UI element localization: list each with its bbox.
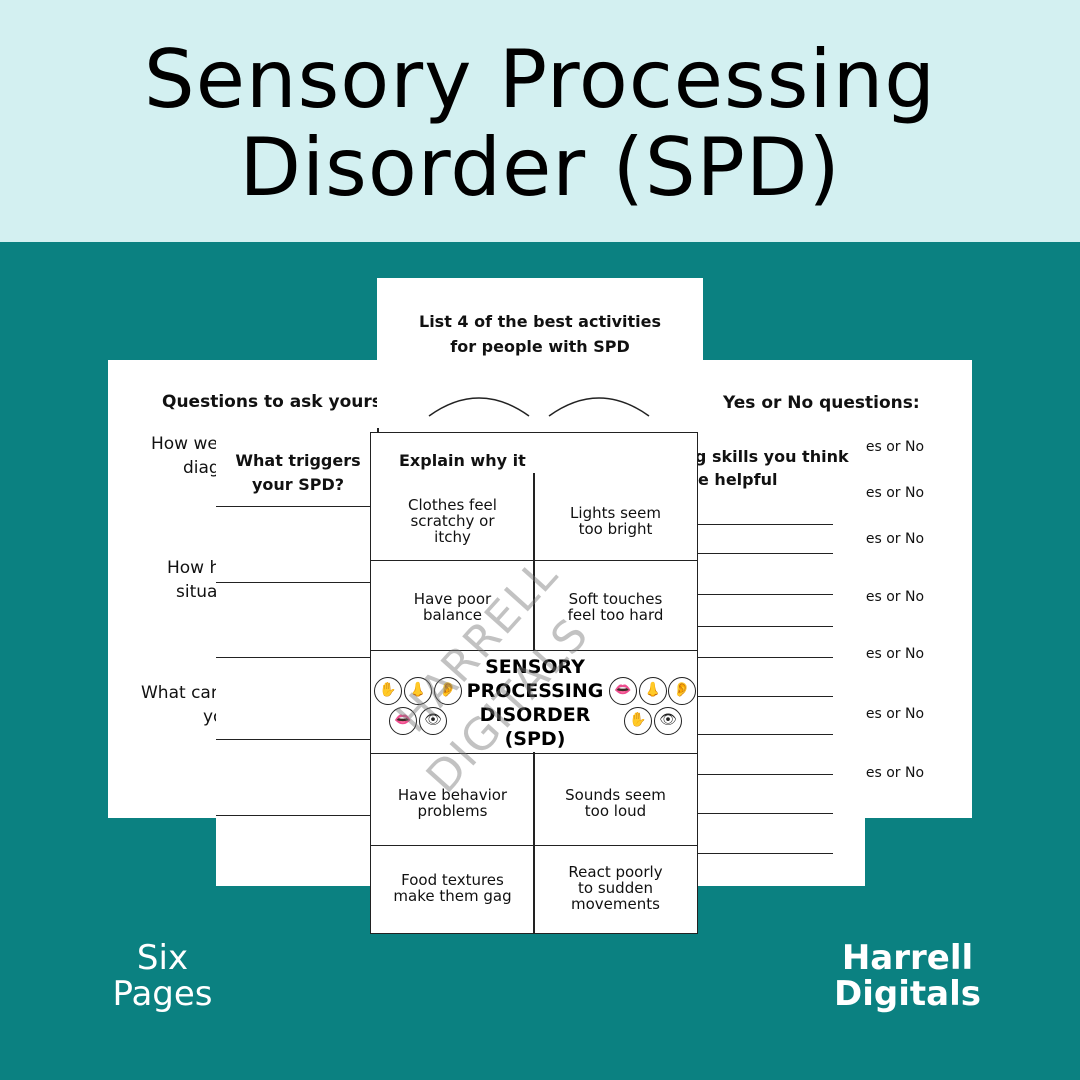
cover-title-line: DISORDER — [479, 704, 591, 726]
cell-line: make them gag — [393, 887, 512, 905]
activities-heading-line2: for people with SPD — [450, 337, 630, 356]
ear-icon: 👂 — [434, 677, 462, 705]
mouth-icon: 👄 — [389, 707, 417, 735]
triggers-heading-line2: your SPD? — [251, 475, 345, 494]
grid-cell-touches: Soft touches feel too hard — [534, 591, 697, 623]
yes-no-row: 'es or No — [862, 485, 925, 501]
question-1a: How we — [151, 434, 218, 454]
cover-title-line: PROCESSING — [466, 680, 604, 702]
yes-no-row: 'es or No — [862, 765, 925, 781]
answer-line — [216, 582, 372, 583]
six-pages-line: Six — [136, 938, 189, 978]
triggers-heading-line1: What triggers — [235, 451, 361, 470]
grid-cell-movements: React poorly to sudden movements — [534, 864, 697, 912]
grid-divider — [371, 845, 697, 846]
cover-card: SENSORY PROCESSING DISORDER (SPD) ✋ 👃 👂 … — [371, 651, 697, 752]
hand-icon: ✋ — [624, 707, 652, 735]
nose-icon: 👃 — [639, 677, 667, 705]
answer-line — [698, 553, 833, 554]
cell-line: scratchy or — [410, 512, 495, 530]
activities-heading-line1: List 4 of the best activities — [419, 312, 661, 331]
ear-icon: 👂 — [668, 677, 696, 705]
cell-line: React poorly — [568, 863, 663, 881]
answer-line — [698, 524, 833, 525]
six-pages-line: Pages — [112, 974, 213, 1014]
cell-line: itchy — [434, 528, 471, 546]
header-banner: Sensory Processing Disorder (SPD) — [0, 0, 1080, 242]
cover-title-line: (SPD) — [504, 728, 566, 750]
explain-heading: Explain why it — [399, 451, 526, 470]
eye-icon: 👁 — [419, 707, 447, 735]
yes-no-heading: Yes or No questions: — [723, 393, 920, 413]
grid-cell-balance: Have poor balance — [371, 591, 534, 623]
question-2a: How h — [167, 558, 221, 578]
six-pages-label: Six Pages — [100, 940, 225, 1012]
cover-title-line: SENSORY — [485, 656, 585, 678]
cell-line: too bright — [578, 520, 653, 538]
grid-divider — [371, 753, 697, 754]
yes-no-row: 'es or No — [862, 646, 925, 662]
answer-line — [216, 657, 372, 658]
answer-line — [216, 739, 372, 740]
cell-line: Lights seem — [570, 504, 661, 522]
page-title-line2: Disorder (SPD) — [239, 121, 841, 214]
answer-line — [216, 815, 372, 816]
grid-cell-lights: Lights seem too bright — [534, 505, 697, 537]
arc-decoration — [428, 397, 650, 417]
grid-cell-sounds: Sounds seem too loud — [534, 787, 697, 819]
answer-line — [698, 657, 833, 658]
answer-line — [698, 696, 833, 697]
cell-line: too loud — [584, 802, 647, 820]
answer-line — [698, 734, 833, 735]
question-3a: What car — [141, 683, 218, 703]
cell-line: problems — [417, 802, 488, 820]
nose-icon: 👃 — [404, 677, 432, 705]
answer-line — [216, 506, 372, 507]
grid-divider — [371, 560, 697, 561]
question-1b: diag — [183, 458, 220, 478]
cell-line: Have poor — [413, 590, 492, 608]
cell-line: Have behavior — [397, 786, 508, 804]
grid-cell-clothes: Clothes feel scratchy or itchy — [371, 497, 534, 545]
grid-divider — [371, 650, 697, 651]
hand-icon: ✋ — [374, 677, 402, 705]
question-2b: situa — [176, 582, 218, 602]
brand-label: Harrell Digitals — [830, 940, 985, 1012]
answer-line — [698, 813, 833, 814]
page-title-line1: Sensory Processing — [143, 33, 937, 126]
answer-line — [698, 774, 833, 775]
yes-no-row: 'es or No — [862, 439, 925, 455]
cell-line: balance — [422, 606, 483, 624]
answer-line — [698, 626, 833, 627]
yes-no-row: 'es or No — [862, 589, 925, 605]
answer-line — [698, 594, 833, 595]
grid-cell-food: Food textures make them gag — [371, 872, 534, 904]
brand-line: Harrell — [841, 938, 974, 978]
brand-line: Digitals — [834, 974, 981, 1014]
cell-line: movements — [571, 895, 660, 913]
cell-line: Food textures — [401, 871, 504, 889]
grid-cell-behavior: Have behavior problems — [371, 787, 534, 819]
questions-heading: Questions to ask yourself: — [162, 392, 414, 412]
cell-line: feel too hard — [567, 606, 664, 624]
triggers-sheet: What triggers your SPD? — [216, 432, 376, 886]
cell-line: Clothes feel — [408, 496, 497, 514]
cell-line: Sounds seem — [565, 786, 666, 804]
cell-line: to sudden — [578, 879, 653, 897]
cell-line: Soft touches — [568, 590, 663, 608]
mouth-icon: 👄 — [609, 677, 637, 705]
eye-icon: 👁 — [654, 707, 682, 735]
yes-no-row: 'es or No — [862, 706, 925, 722]
explain-sheet: Explain why it Clothes feel scratchy or … — [370, 432, 698, 934]
cover-title: SENSORY PROCESSING DISORDER (SPD) — [463, 655, 607, 751]
coping-heading-line2: e helpful — [698, 470, 778, 489]
yes-no-row: 'es or No — [862, 531, 925, 547]
answer-line — [698, 853, 833, 854]
